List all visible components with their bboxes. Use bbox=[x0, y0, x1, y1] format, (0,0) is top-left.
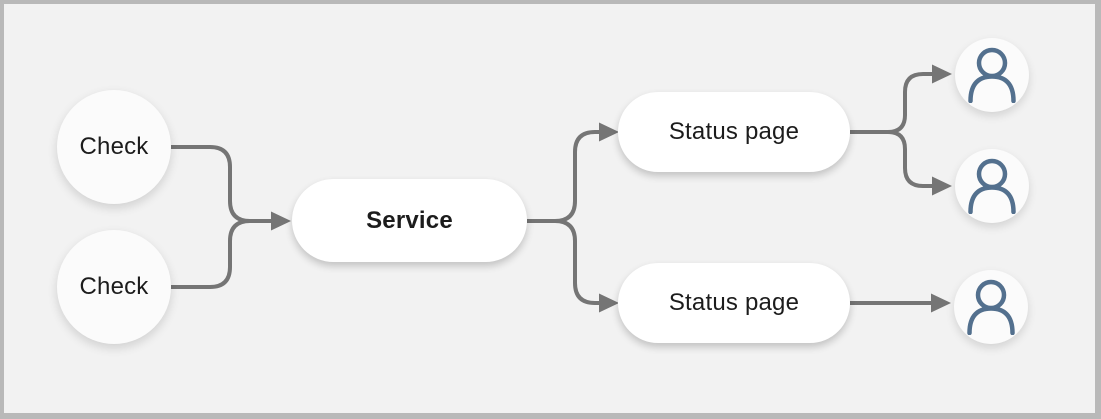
arrowhead-into-status1 bbox=[599, 122, 619, 142]
check-2-label: Check bbox=[79, 273, 149, 300]
arrowhead-into-user3 bbox=[931, 293, 951, 313]
node-user-3 bbox=[954, 270, 1028, 344]
arrowhead-into-service bbox=[271, 211, 291, 231]
connector-layer bbox=[171, 64, 952, 313]
node-user-1 bbox=[955, 38, 1029, 112]
diagram-canvas: Check Check Service Status page Status p… bbox=[4, 4, 1095, 413]
person-icon bbox=[968, 158, 1016, 214]
node-status-page-1: Status page bbox=[618, 92, 850, 172]
connector-check1-service bbox=[171, 145, 272, 223]
person-icon bbox=[968, 47, 1016, 103]
arrowhead-into-status2 bbox=[599, 293, 619, 313]
node-status-page-2: Status page bbox=[618, 263, 850, 343]
person-icon bbox=[967, 279, 1015, 335]
arrowhead-into-user1 bbox=[932, 64, 952, 84]
node-user-2 bbox=[955, 149, 1029, 223]
connector-status1-user1 bbox=[850, 72, 933, 134]
node-service: Service bbox=[292, 179, 527, 262]
arrowhead-into-user2 bbox=[932, 176, 952, 196]
check-1-label: Check bbox=[79, 133, 149, 160]
status-page-1-label: Status page bbox=[668, 118, 800, 145]
node-check-2: Check bbox=[57, 230, 171, 344]
connector-service-status1 bbox=[527, 130, 601, 223]
connector-service-status2 bbox=[527, 219, 601, 305]
connector-status1-user2 bbox=[850, 130, 933, 188]
service-label: Service bbox=[366, 206, 453, 234]
connector-check2-service bbox=[171, 219, 272, 289]
status-page-2-label: Status page bbox=[668, 289, 800, 316]
node-check-1: Check bbox=[57, 90, 171, 204]
